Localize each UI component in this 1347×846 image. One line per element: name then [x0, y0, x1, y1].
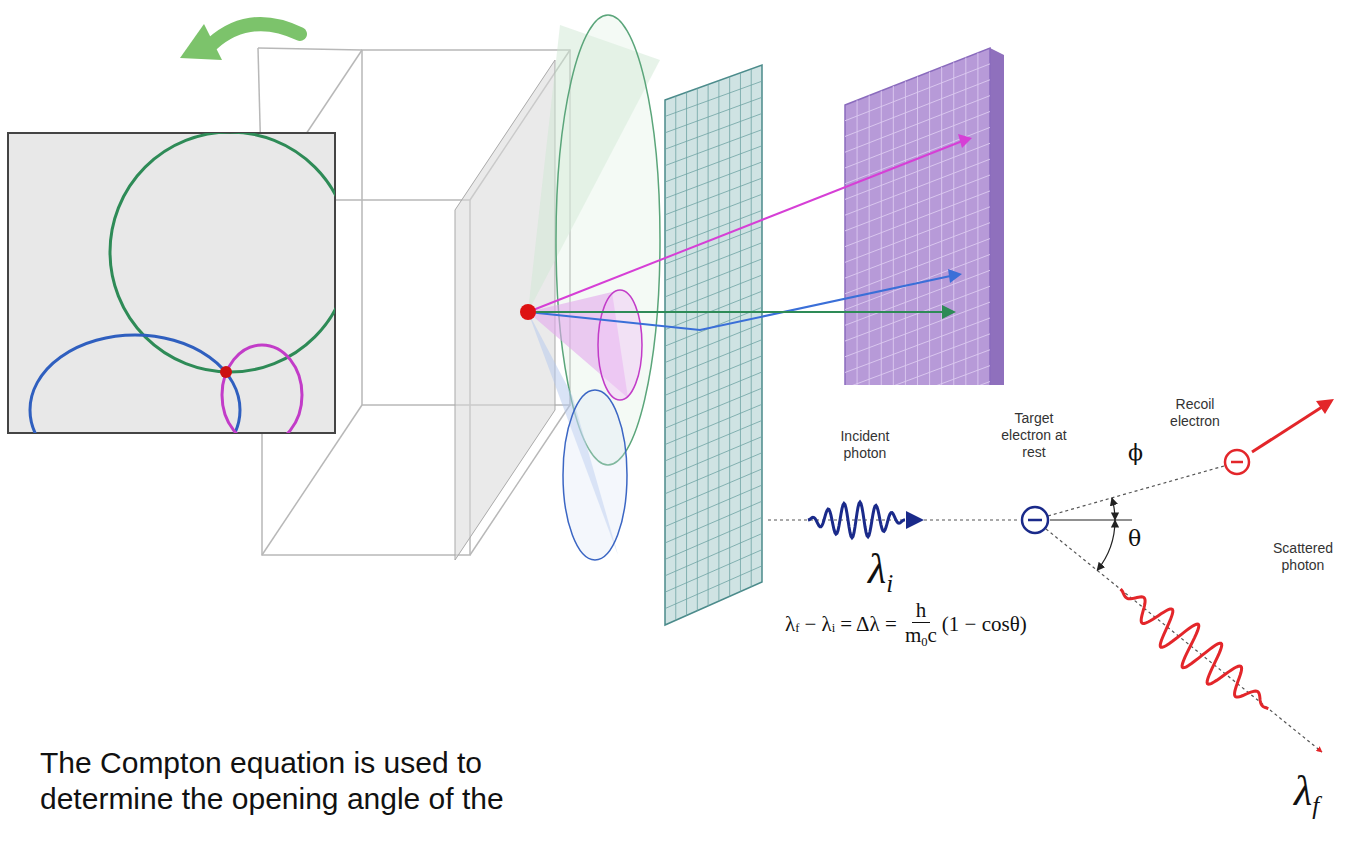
wavelength-label: λi	[868, 546, 893, 598]
subscript: i	[832, 616, 836, 640]
fraction: hm0c	[903, 598, 939, 650]
equation-term: m	[905, 623, 921, 647]
part-label-group: Incident photon	[828, 428, 902, 462]
gamma-rays	[528, 140, 965, 330]
hit-points	[520, 134, 972, 320]
denominator: m0c	[903, 623, 939, 650]
body-text-block: The Compton equation is used to determin…	[40, 745, 580, 817]
angle-symbol: θ	[1128, 526, 1141, 551]
subscript: f	[795, 616, 799, 640]
wavelength-symbol: λ	[1294, 768, 1312, 814]
wavelength-label: λf	[1294, 768, 1319, 820]
angle-label: ϕ	[1128, 440, 1143, 466]
angle-symbol: ϕ	[1128, 440, 1143, 465]
equation-term: h	[916, 598, 927, 622]
part-label-group: Recoil electron	[1155, 396, 1235, 430]
equation-term: (1 − cosθ)	[942, 612, 1027, 636]
equation-term: − λ	[804, 612, 831, 636]
equation-term: c	[928, 623, 937, 647]
equation-term: λ	[785, 612, 795, 636]
part-label: Target electron at rest	[1001, 410, 1066, 460]
image-panel	[8, 132, 350, 485]
body-text: The Compton equation is used to determin…	[40, 746, 504, 815]
equation-term: = Δλ =	[840, 612, 897, 636]
angle-label: θ	[1128, 526, 1141, 552]
compton-equation: λf− λi= Δλ =hm0c(1 − cosθ)	[785, 598, 1027, 650]
compton-scattering-figure	[768, 399, 1334, 752]
wavelength-symbol: λ	[868, 546, 886, 592]
part-label: Recoil electron	[1170, 396, 1220, 429]
pull-out-arrow	[180, 24, 300, 60]
compton-cones	[528, 15, 660, 560]
part-label-group: Target electron at rest	[998, 410, 1070, 461]
subscript: f	[1312, 792, 1319, 819]
part-label: Scattered photon	[1273, 540, 1333, 573]
part-label: Incident photon	[840, 428, 889, 461]
subscript: 0	[921, 635, 927, 649]
part-label-group: Scattered photon	[1262, 540, 1344, 574]
numerator: h	[912, 598, 931, 623]
subscript: i	[886, 570, 893, 597]
scatter-detector	[665, 65, 762, 625]
